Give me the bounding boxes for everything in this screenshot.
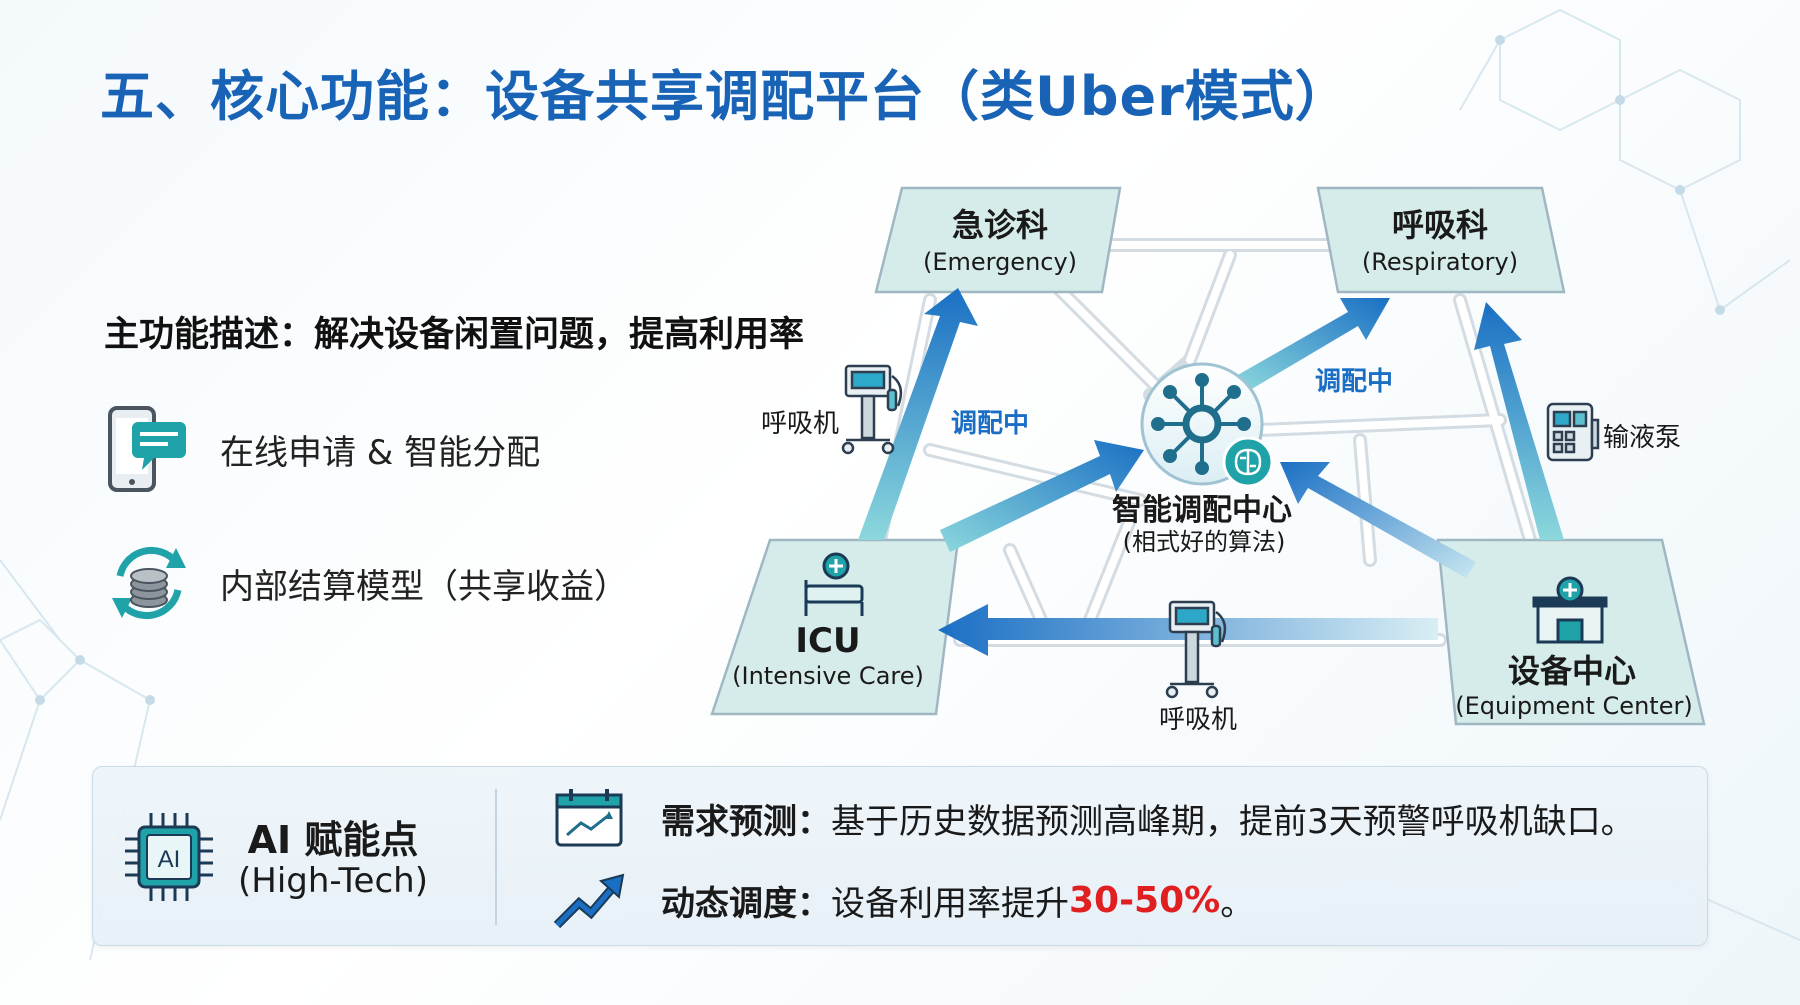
feature-text: 内部结算模型（共享收益） [220, 566, 628, 607]
network-hub-icon [1151, 373, 1251, 475]
ai-row-demand-forecast: 需求预测： 基于历史数据预测高峰期，提前3天预警呼吸机缺口。 [553, 787, 1635, 849]
page-title: 五、核心功能：设备共享调配平台（类Uber模式） [100, 65, 1350, 128]
node-icu: ICU (Intensive Care) [710, 538, 960, 716]
arrow-equipment-to-hub [1280, 462, 1476, 578]
phone-chat-icon [108, 406, 186, 492]
ai-chip-icon: AI [125, 813, 213, 901]
ventilator-icon [841, 364, 903, 455]
panel-divider [495, 789, 497, 925]
node-equipment-sub: (Equipment Center) [1455, 692, 1692, 720]
feature-text: 在线申请 & 智能分配 [220, 432, 541, 473]
demand-forecast-label: 需求预测： [661, 801, 831, 842]
infusion-pump-icon [1546, 402, 1600, 462]
node-emergency-title: 急诊科 [952, 206, 1048, 244]
node-respiratory: 呼吸科 (Respiratory) [1316, 186, 1566, 294]
function-description: 主功能描述：解决设备闲置问题，提高利用率 [104, 315, 805, 355]
feature-online-application: 在线申请 & 智能分配 [106, 404, 540, 494]
label-dispatching-left: 调配中 [951, 409, 1029, 439]
node-icu-sub: (Intensive Care) [732, 662, 924, 690]
hub-sub: (相式好的算法) [1123, 528, 1286, 556]
ventilator-icon [1165, 600, 1227, 699]
calendar-trend-icon [555, 789, 623, 847]
label-infusion-pump: 输液泵 [1603, 423, 1681, 453]
hub-title: 智能调配中心 [1112, 493, 1292, 528]
ai-panel-title: AI 赋能点 [247, 818, 419, 862]
node-equipment-title: 设备中心 [1508, 652, 1636, 690]
hub-smart-dispatch-center: 智能调配中心 (相式好的算法) [1112, 362, 1292, 556]
node-respiratory-sub: (Respiratory) [1362, 248, 1518, 276]
arrow-icu-to-emergency [858, 288, 978, 540]
arrow-equipment-to-respiratory [1474, 302, 1564, 540]
ai-empowerment-panel: AI AI 赋能点 (High-Tech) 需求预测： 基于历史数据预测高峰期，… [92, 766, 1708, 946]
brain-ai-icon [1222, 436, 1274, 488]
arrow-hub-to-respiratory [1236, 298, 1390, 390]
coins-cycle-icon [112, 546, 186, 620]
node-emergency: 急诊科 (Emergency) [874, 186, 1122, 294]
dynamic-dispatch-text: 设备利用率提升 [831, 883, 1069, 924]
dynamic-dispatch-suffix: 。 [1220, 883, 1255, 924]
label-ventilator-bottom: 呼吸机 [1159, 705, 1237, 735]
utilization-highlight: 30-50% [1069, 879, 1221, 921]
node-equipment-center: 设备中心 (Equipment Center) [1436, 538, 1706, 726]
ai-row-dynamic-dispatch: 动态调度： 设备利用率提升 30-50% 。 [553, 869, 1254, 931]
hospital-bed-icon [804, 552, 864, 616]
label-ventilator-top: 呼吸机 [761, 409, 839, 439]
trend-arrow-icon [553, 873, 625, 929]
dynamic-dispatch-label: 动态调度： [661, 883, 831, 924]
feature-settlement-model: 内部结算模型（共享收益） [106, 538, 628, 628]
demand-forecast-text: 基于历史数据预测高峰期，提前3天预警呼吸机缺口。 [831, 801, 1635, 842]
hospital-building-icon [1532, 576, 1608, 644]
node-icu-title: ICU [795, 621, 860, 661]
node-emergency-sub: (Emergency) [923, 248, 1077, 276]
arrow-icu-to-hub [940, 440, 1144, 552]
label-dispatching-right: 调配中 [1315, 367, 1393, 397]
node-respiratory-title: 呼吸科 [1392, 206, 1488, 244]
ai-panel-subtitle: (High-Tech) [238, 861, 428, 901]
chip-label: AI [158, 846, 181, 873]
